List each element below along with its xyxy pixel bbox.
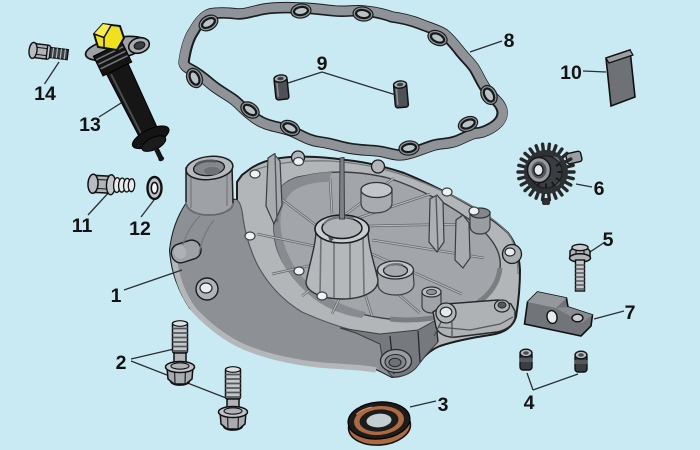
svg-text:10: 10 <box>560 62 582 84</box>
svg-text:9: 9 <box>317 53 328 75</box>
svg-text:11: 11 <box>72 215 93 237</box>
svg-text:12: 12 <box>129 218 151 240</box>
svg-text:4: 4 <box>524 392 535 414</box>
svg-text:1: 1 <box>111 285 122 307</box>
svg-text:7: 7 <box>625 302 636 324</box>
svg-text:3: 3 <box>438 394 449 416</box>
svg-text:2: 2 <box>116 352 127 374</box>
svg-text:6: 6 <box>594 178 605 200</box>
svg-text:8: 8 <box>504 30 515 52</box>
svg-text:14: 14 <box>34 83 56 105</box>
svg-text:13: 13 <box>79 114 101 136</box>
svg-text:5: 5 <box>603 229 614 251</box>
